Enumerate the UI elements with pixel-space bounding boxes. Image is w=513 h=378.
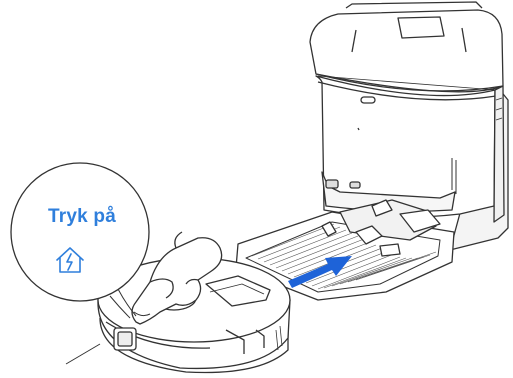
callout-label: Tryk på [30,206,134,228]
docking-station [236,2,508,300]
